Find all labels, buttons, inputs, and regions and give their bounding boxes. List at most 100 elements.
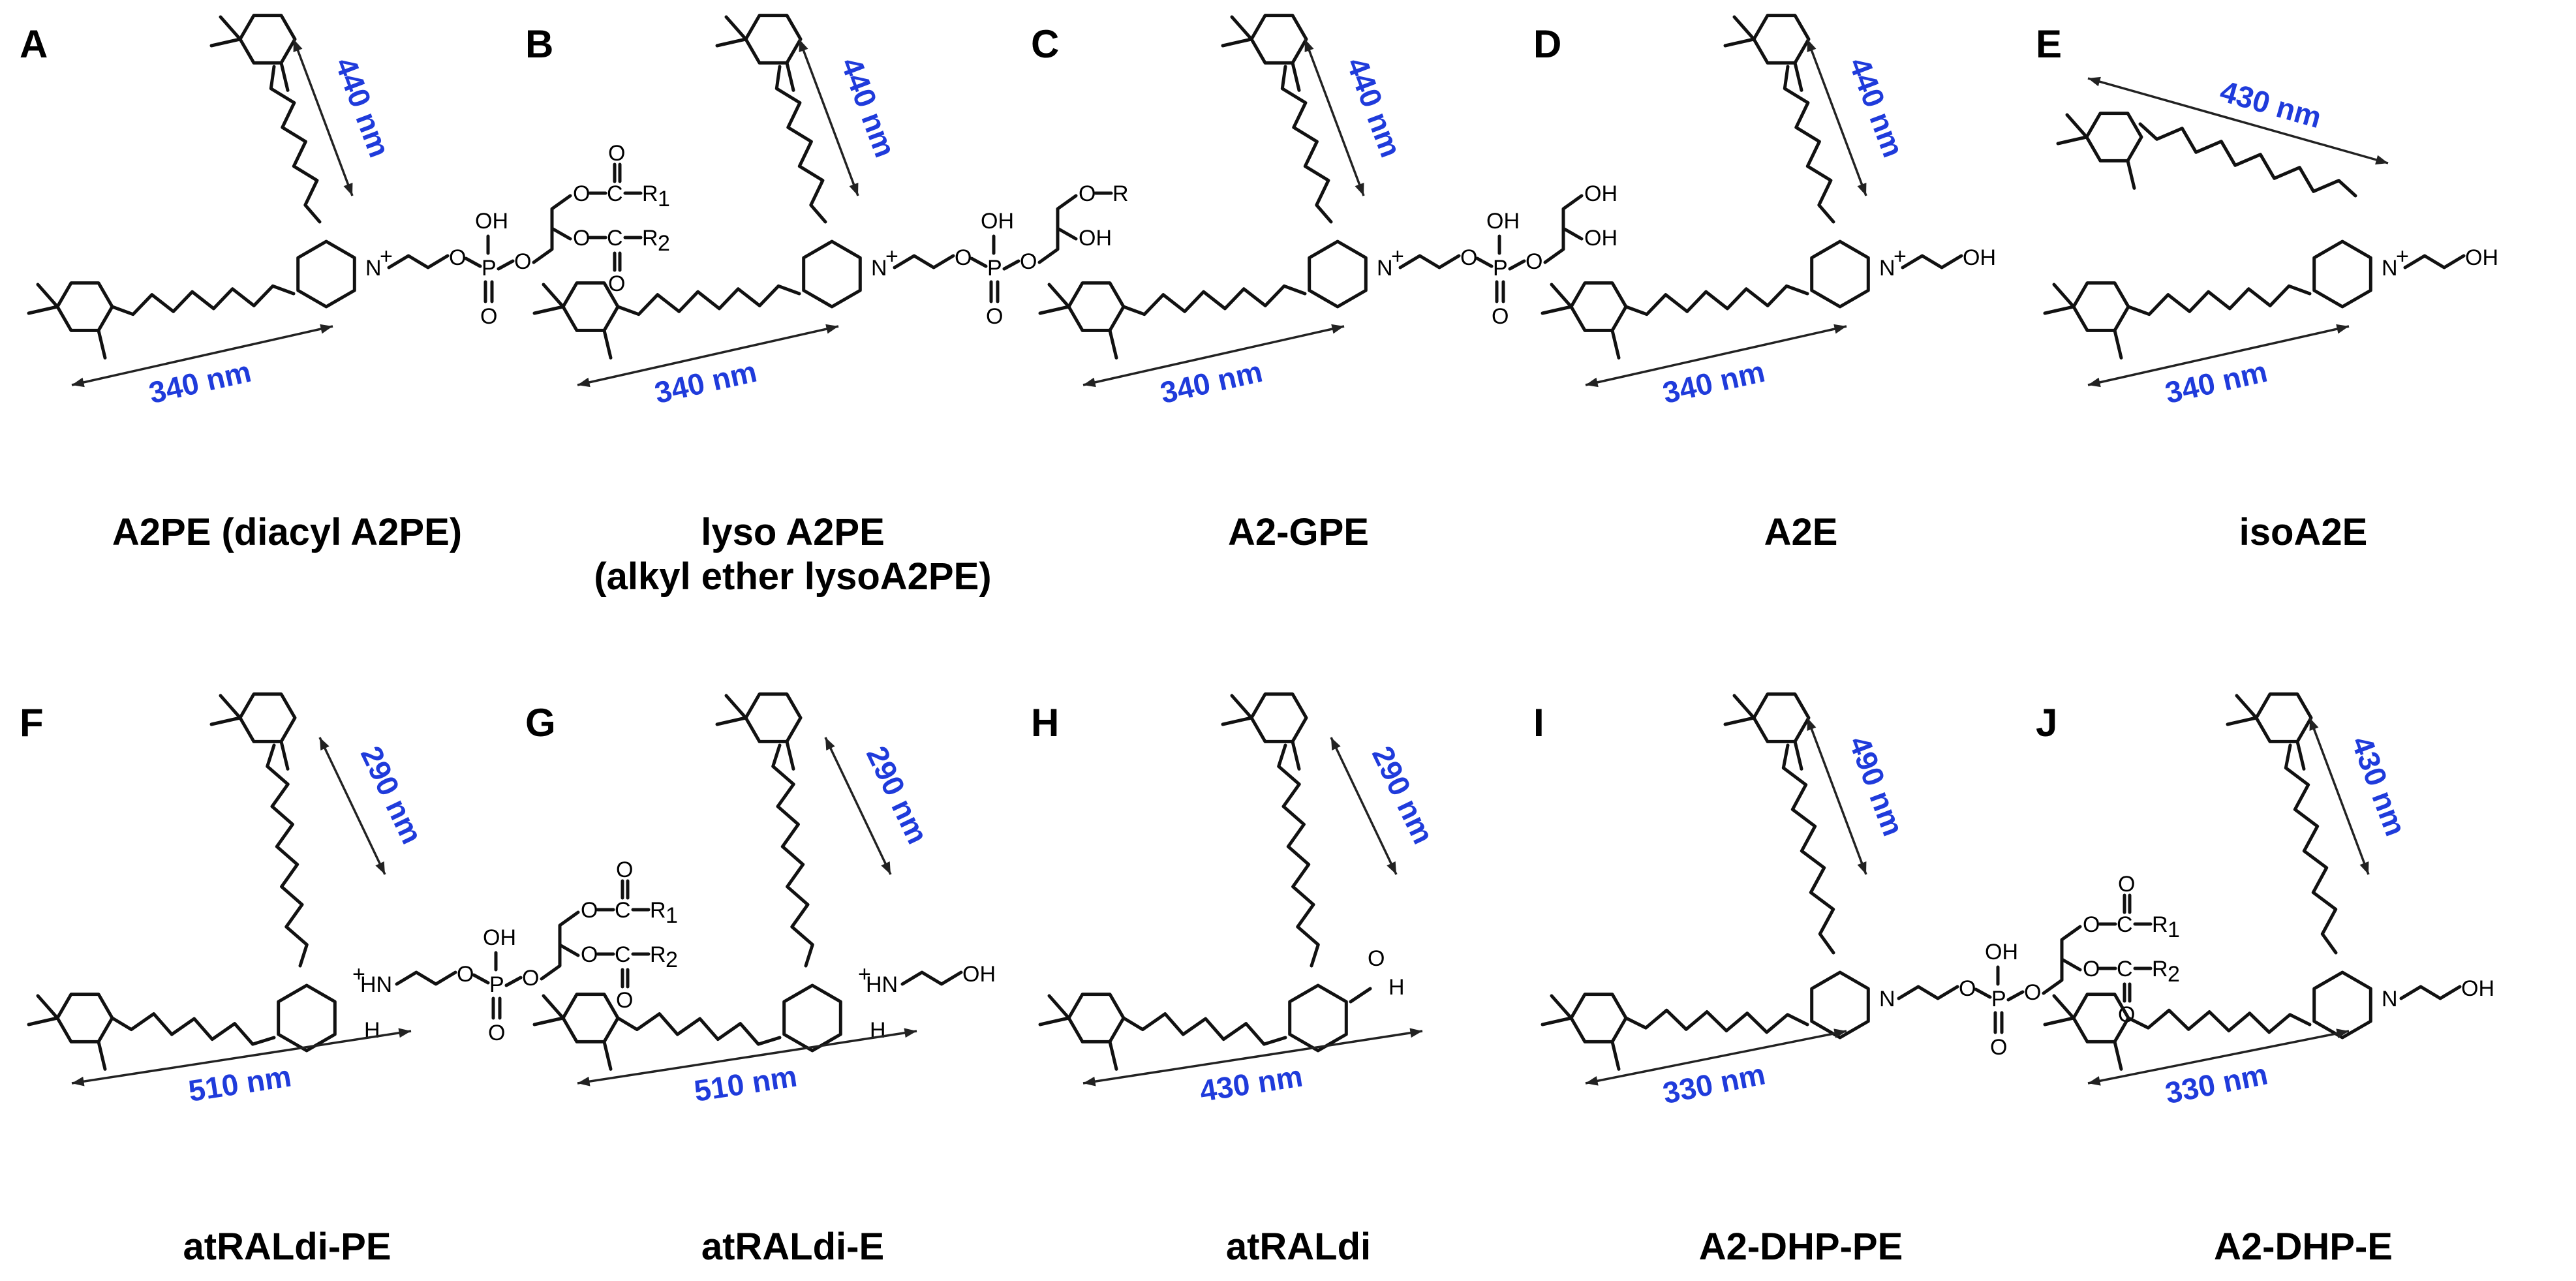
arrow-head bbox=[320, 737, 330, 750]
arrow-head bbox=[2375, 155, 2388, 165]
distance-arrow-lower bbox=[71, 1028, 412, 1087]
distance-label-upper: 440 nm bbox=[1843, 53, 1910, 162]
methyl-bond bbox=[209, 37, 242, 48]
polyene-chain-lower bbox=[1122, 284, 1307, 316]
methyl-bond bbox=[1221, 37, 1253, 48]
methyl-bond bbox=[785, 61, 795, 92]
polyene-chain-upper bbox=[266, 743, 309, 968]
nitrogen-atom: N bbox=[1879, 987, 1895, 1011]
arrow-shaft bbox=[1082, 1030, 1423, 1085]
nitrogen-atom: N bbox=[871, 256, 887, 281]
charge-sign: + bbox=[1391, 244, 1404, 269]
central-ring bbox=[782, 983, 842, 1053]
compound-name: A2E bbox=[1764, 511, 1838, 553]
arrow-shaft bbox=[798, 39, 859, 196]
carbon-atom: C bbox=[2117, 912, 2133, 937]
arrow-head bbox=[1304, 39, 1314, 52]
r1-subscript: 1 bbox=[2168, 918, 2180, 942]
distance-label-lower: 340 nm bbox=[146, 354, 254, 410]
polyene-chain-upper bbox=[2138, 122, 2357, 198]
cyclohexene-ring bbox=[1569, 281, 1628, 332]
polyene-chain-lower bbox=[1122, 1012, 1287, 1046]
cyclohexene-ring bbox=[55, 993, 114, 1043]
arrow-head bbox=[320, 324, 333, 334]
hydroxyl-group: OH bbox=[962, 962, 996, 987]
charge-sign: + bbox=[352, 962, 365, 987]
cyclohexene-ring bbox=[1250, 692, 1308, 743]
panel-letter: B bbox=[525, 22, 553, 66]
hydroxyl-group: OH bbox=[483, 925, 516, 950]
methyl-bond bbox=[1108, 328, 1118, 360]
methyl-bond bbox=[1550, 994, 1573, 1020]
central-ring bbox=[296, 239, 356, 309]
arrow-head bbox=[577, 1076, 590, 1087]
compound-name: lyso A2PE bbox=[701, 511, 885, 553]
charge-sign: + bbox=[2396, 244, 2409, 269]
r1-group: R bbox=[2152, 912, 2168, 937]
oxygen-atom: O bbox=[2083, 957, 2100, 981]
panel-letter: H bbox=[1031, 701, 1059, 745]
r2-group: R bbox=[2152, 957, 2168, 981]
cyclohexene-ring bbox=[1752, 692, 1811, 743]
r2-subscript: 2 bbox=[2168, 962, 2180, 987]
distance-label-lower: 340 nm bbox=[651, 354, 759, 410]
hydroxyl-group: OH bbox=[475, 209, 508, 234]
imine-hydrogen: H bbox=[870, 1018, 886, 1043]
methyl-bond bbox=[1221, 716, 1253, 726]
panel-letter: D bbox=[1533, 22, 1561, 66]
methyl-bond bbox=[2043, 1016, 2076, 1026]
glycerol-bond bbox=[2060, 957, 2082, 972]
methyl-bond bbox=[1723, 37, 1756, 48]
carbonyl-oxygen: O bbox=[616, 857, 633, 882]
central-ring bbox=[802, 239, 862, 309]
methyl-bond bbox=[1291, 739, 1301, 771]
p-o-bond bbox=[504, 976, 523, 987]
methyl-bond bbox=[36, 283, 59, 309]
methyl-bond bbox=[1230, 694, 1253, 720]
methyl-bond bbox=[2235, 694, 2258, 720]
hydroxyl-group: OH bbox=[2461, 976, 2494, 1001]
distance-arrow-lower bbox=[71, 324, 333, 388]
methyl-bond bbox=[715, 37, 748, 48]
methyl-bond bbox=[2113, 328, 2123, 360]
cyclohexene-ring bbox=[561, 993, 620, 1043]
iminium-group: HN bbox=[360, 972, 392, 997]
distance-arrow-upper bbox=[1806, 39, 1867, 196]
hydroxyl-group: OH bbox=[1584, 226, 1618, 251]
arrow-head bbox=[2088, 1076, 2101, 1086]
central-ring bbox=[1308, 239, 1368, 309]
p-o-bond bbox=[2006, 990, 2025, 1002]
distance-arrow-upper bbox=[824, 737, 892, 875]
distance-arrow-upper bbox=[2087, 76, 2389, 165]
arrow-head bbox=[72, 1076, 85, 1087]
oxygen-atom: O bbox=[1079, 181, 1096, 206]
methyl-bond bbox=[2043, 305, 2076, 315]
central-ring bbox=[1288, 983, 1348, 1053]
distance-arrow-upper bbox=[798, 39, 859, 196]
carbonyl-oxygen: O bbox=[608, 141, 625, 166]
oxygen-atom: O bbox=[581, 942, 598, 967]
arrow-head bbox=[375, 861, 385, 874]
hydroxyl-group: OH bbox=[1486, 209, 1520, 234]
arrow-shaft bbox=[71, 1030, 412, 1085]
r2-group: R bbox=[650, 942, 666, 967]
arrow-head bbox=[1331, 324, 1344, 334]
charge-sign: + bbox=[380, 244, 393, 269]
arrow-shaft bbox=[2087, 77, 2389, 164]
oxygen-atom: O bbox=[480, 304, 497, 329]
ethyl-linker bbox=[1398, 254, 1461, 270]
oxygen-atom: O bbox=[522, 966, 539, 991]
polyene-chain-upper bbox=[1781, 743, 1835, 955]
compound-name-sub: (alkyl ether lysoA2PE) bbox=[594, 555, 991, 598]
nitrogen-atom: N bbox=[2382, 256, 2398, 281]
aldehyde-bond bbox=[1349, 987, 1372, 1004]
nitrogen-atom: N bbox=[1879, 256, 1895, 281]
polyene-chain-upper bbox=[2284, 743, 2338, 955]
charge-sign: + bbox=[1894, 244, 1907, 269]
methyl-bond bbox=[27, 1016, 59, 1026]
glycerol-bond bbox=[1056, 226, 1078, 241]
ethyl-linker bbox=[395, 970, 457, 986]
phosphorus-atom: P bbox=[482, 256, 497, 281]
